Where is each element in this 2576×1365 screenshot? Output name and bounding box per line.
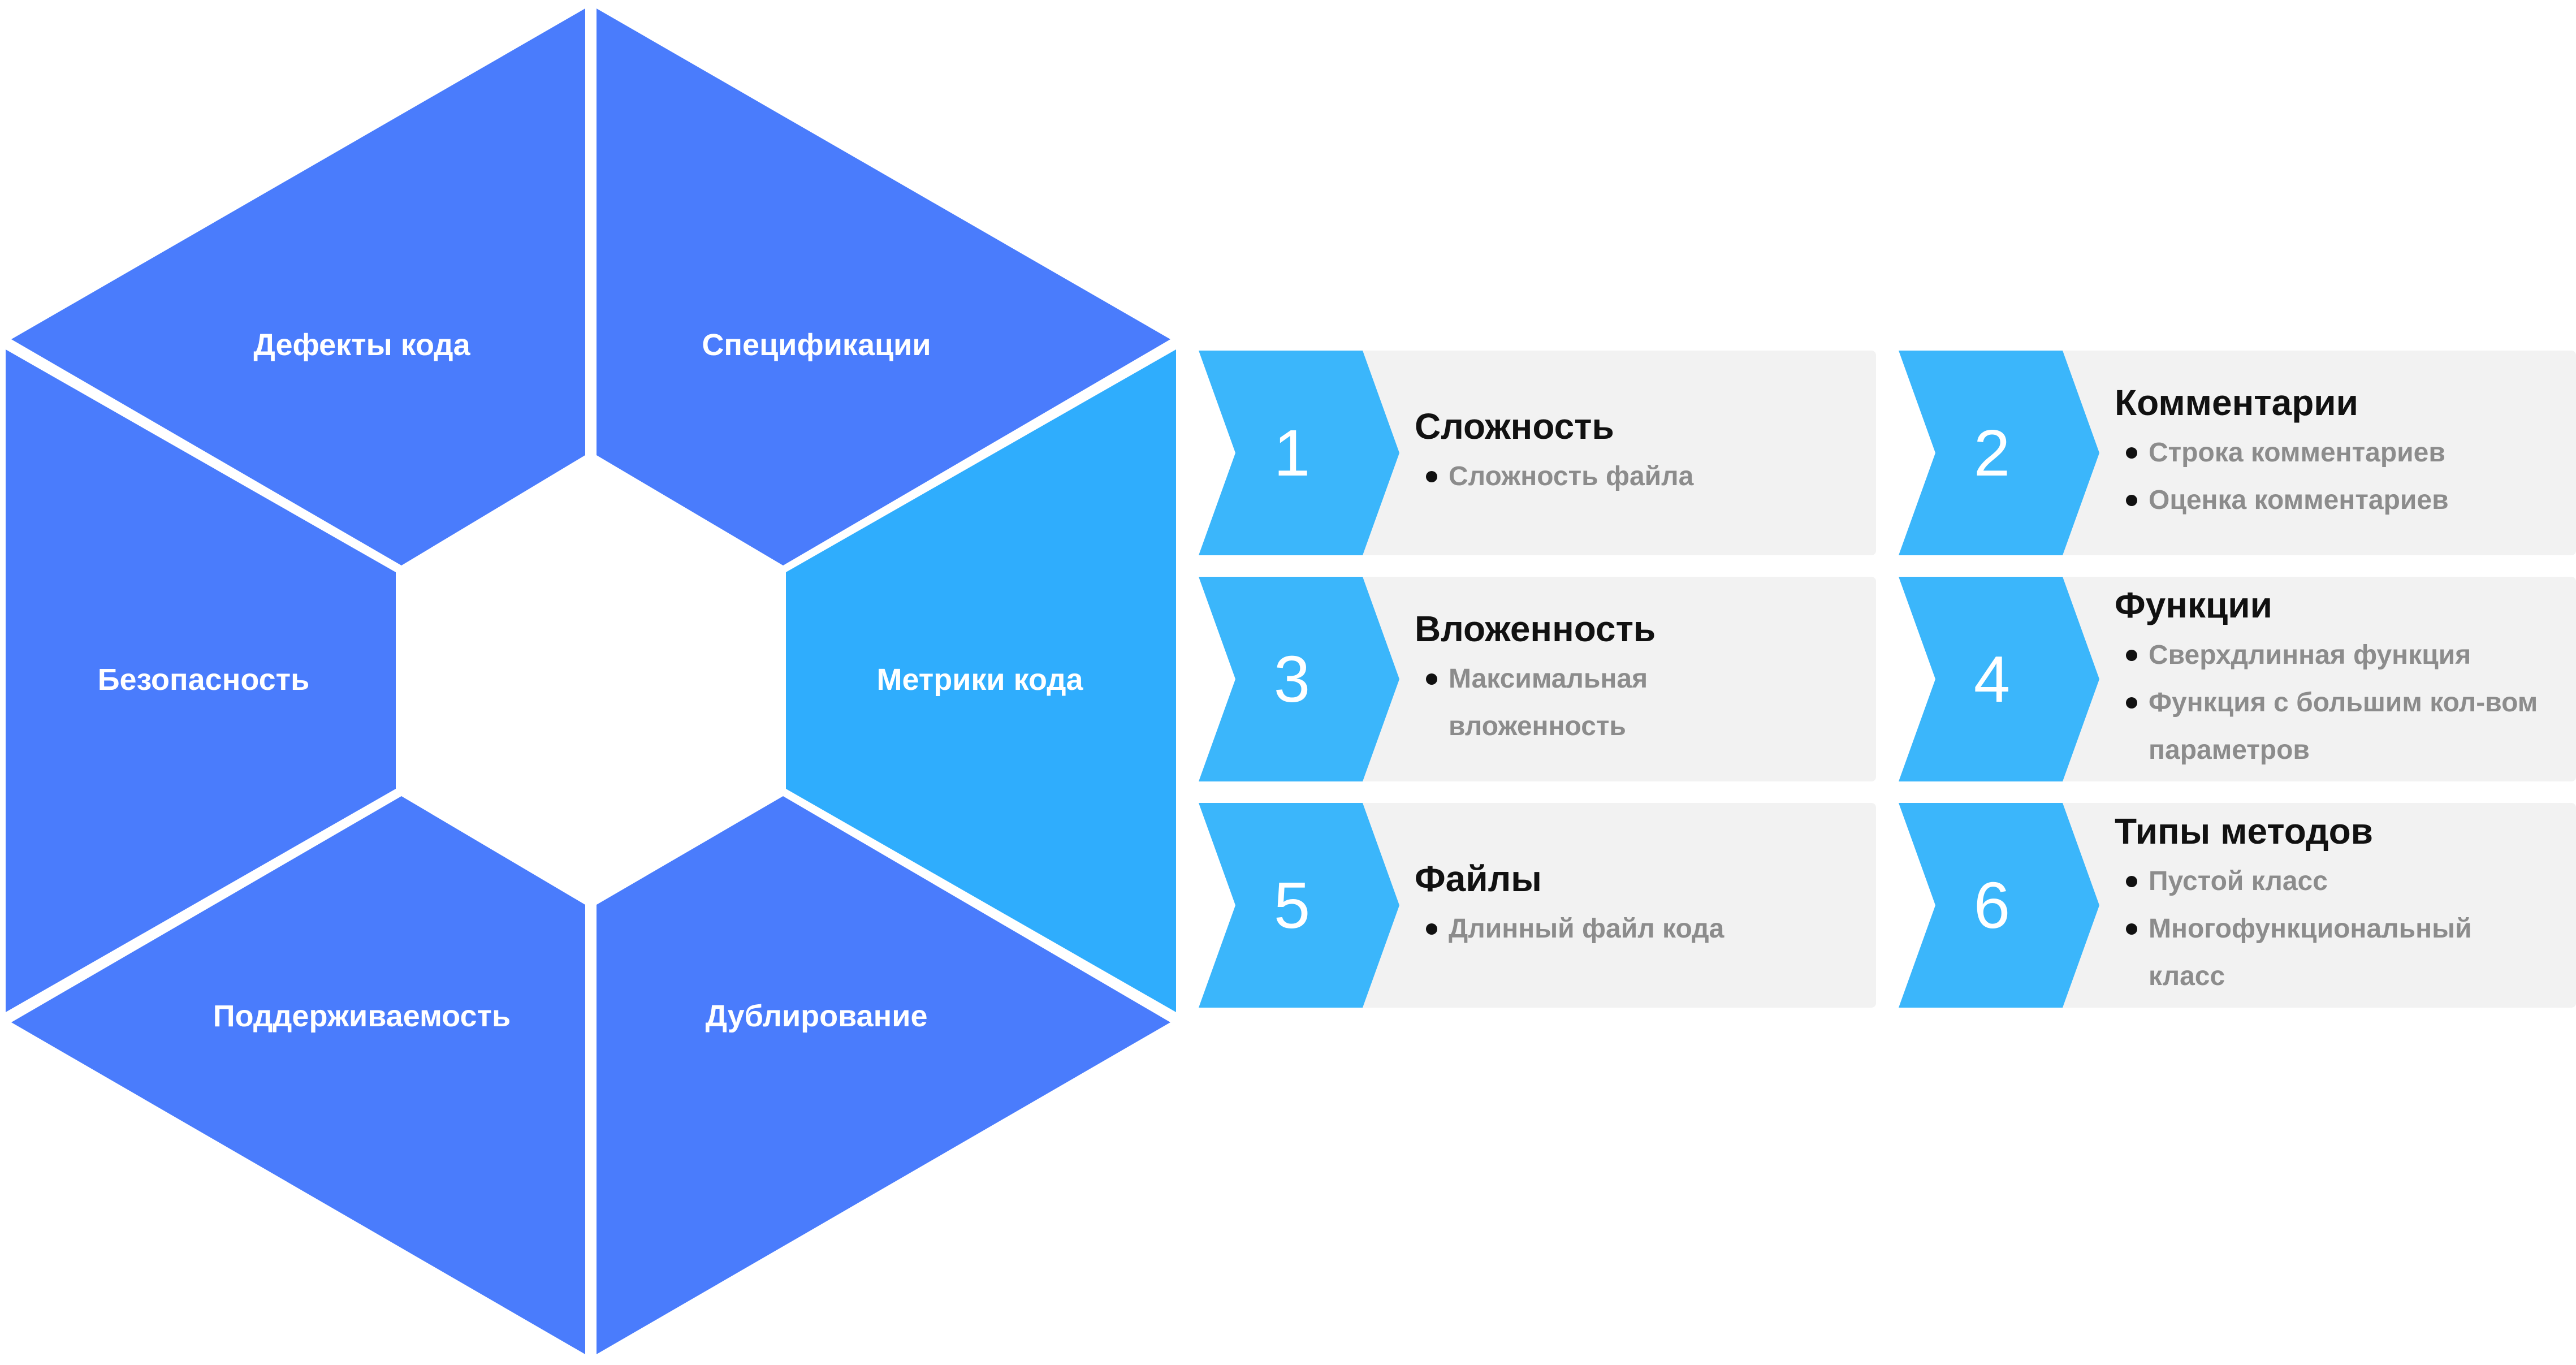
card-number: 6	[1973, 869, 2011, 942]
metric-card-method-types: 6 Типы методов Пустой класс Многофункцио…	[1899, 803, 2576, 1008]
segment-specifications[interactable]	[597, 8, 1170, 565]
card-title: Функции	[2115, 585, 2272, 625]
card-item: Сложность файла	[1415, 453, 1870, 500]
bullet-icon	[1426, 923, 1437, 935]
segment-security[interactable]	[6, 349, 396, 1012]
card-items: Сложность файла	[1415, 453, 1870, 500]
card-panel	[1329, 803, 1876, 1008]
bullet-icon	[1426, 673, 1437, 685]
card-panel	[2029, 803, 2576, 1008]
card-items: Длинный файл кода	[1415, 905, 1870, 953]
segment-label-duplication: Дублирование	[705, 999, 928, 1033]
card-item: Максимальная вложенность	[1415, 655, 1731, 750]
card-title: Типы методов	[2115, 811, 2373, 852]
bullet-icon	[2126, 697, 2137, 709]
card-panel	[1329, 351, 1876, 555]
card-number: 1	[1273, 416, 1311, 490]
card-number: 4	[1973, 642, 2011, 716]
card-item: Строка комментариев	[2115, 429, 2570, 477]
metric-card-comments: 2 Комментарии Строка комментариев Оценка…	[1899, 351, 2576, 555]
card-number: 2	[1973, 416, 2011, 490]
card-item: Сверхдлинная функция	[2115, 632, 2570, 679]
segment-code-metrics[interactable]	[786, 349, 1176, 1012]
bullet-icon	[2126, 876, 2137, 887]
card-items: Сверхдлинная функция Функция с большим к…	[2115, 632, 2570, 774]
card-panel	[2029, 351, 2576, 555]
bullet-icon	[2126, 447, 2137, 459]
chevron-arrow-icon	[1899, 351, 2099, 555]
metric-card-nesting: 3 Вложенность Максимальная вложенность	[1199, 577, 1876, 781]
card-items: Строка комментариев Оценка комментариев	[2115, 429, 2570, 524]
card-body: Вложенность Максимальная вложенность	[1415, 577, 1870, 781]
segment-label-code-metrics: Метрики кода	[876, 663, 1083, 697]
card-title: Сложность	[1415, 406, 1614, 447]
card-item: Оценка комментариев	[2115, 477, 2570, 524]
metric-card-complexity: 1 Сложность Сложность файла	[1199, 351, 1876, 555]
bullet-icon	[2126, 495, 2137, 506]
card-number: 3	[1273, 642, 1311, 716]
chevron-arrow-icon	[1899, 577, 2099, 781]
card-items: Максимальная вложенность	[1415, 655, 1870, 750]
chevron-arrow-icon	[1199, 351, 1399, 555]
card-item: Многофункциональный класс	[2115, 905, 2522, 1000]
segment-label-security: Безопасность	[97, 663, 310, 697]
segment-maintainability[interactable]	[11, 796, 585, 1354]
bullet-icon	[2126, 650, 2137, 661]
card-title: Файлы	[1415, 858, 1542, 899]
segment-label-specifications: Спецификации	[702, 328, 931, 362]
segment-label-code-defects: Дефекты кода	[253, 328, 470, 362]
card-title: Вложенность	[1415, 608, 1656, 649]
card-items: Пустой класс Многофункциональный класс	[2115, 858, 2570, 1000]
card-panel	[1329, 577, 1876, 781]
chevron-arrow-icon	[1199, 577, 1399, 781]
metric-card-files: 5 Файлы Длинный файл кода	[1199, 803, 1876, 1008]
card-body: Функции Сверхдлинная функция Функция с б…	[2115, 577, 2570, 781]
card-item: Функция с большим кол-вом параметров	[2115, 679, 2570, 774]
segment-code-defects[interactable]	[11, 8, 585, 565]
chevron-arrow-icon	[1199, 803, 1399, 1008]
card-body: Комментарии Строка комментариев Оценка к…	[2115, 351, 2570, 555]
bullet-icon	[2126, 923, 2137, 935]
hexagon-svg	[6, 8, 1176, 1354]
card-panel	[2029, 577, 2576, 781]
card-body: Типы методов Пустой класс Многофункциона…	[2115, 803, 2570, 1008]
segment-duplication[interactable]	[597, 796, 1170, 1354]
card-item: Длинный файл кода	[1415, 905, 1870, 953]
card-number: 5	[1273, 869, 1311, 942]
card-body: Файлы Длинный файл кода	[1415, 803, 1870, 1008]
bullet-icon	[1426, 471, 1437, 482]
hexagon-diagram: Дефекты кода Спецификации Безопасность М…	[0, 0, 1182, 1362]
segment-label-maintainability: Поддерживаемость	[213, 999, 511, 1033]
chevron-arrow-icon	[1899, 803, 2099, 1008]
card-title: Комментарии	[2115, 382, 2358, 423]
metric-card-functions: 4 Функции Сверхдлинная функция Функция с…	[1899, 577, 2576, 781]
card-body: Сложность Сложность файла	[1415, 351, 1870, 555]
card-item: Пустой класс	[2115, 858, 2570, 905]
